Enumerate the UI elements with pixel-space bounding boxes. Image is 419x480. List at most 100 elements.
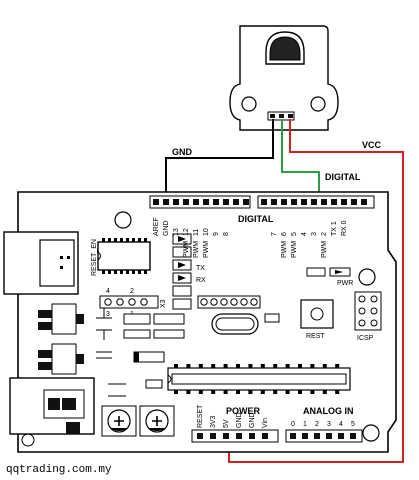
header-pin [193, 199, 199, 205]
header-pin [213, 199, 219, 205]
digital-header [149, 195, 375, 209]
header-pin [243, 199, 249, 205]
microcontroller-socket [167, 367, 351, 391]
usb-serial-chip [97, 238, 151, 274]
digital-pin-label: 6 [281, 232, 288, 236]
digital-wire-label: DIGITAL [325, 172, 361, 182]
gnd-wire [165, 119, 274, 198]
power-pin-label: GND [236, 412, 243, 428]
power-pin-label: GND [249, 412, 256, 428]
header-pin [302, 433, 308, 439]
header-pin [291, 199, 297, 205]
svg-text:4: 4 [106, 288, 110, 295]
digital-wire [281, 119, 320, 198]
electrolytic-capacitor [139, 405, 175, 437]
pwm-label: PWM [321, 241, 328, 258]
digital-pin-label: 2 [321, 232, 328, 236]
header-pin [233, 199, 239, 205]
digital-pin-label: 9 [213, 232, 220, 236]
sensor-mount-hole-right [310, 96, 326, 112]
header-pin [183, 199, 189, 205]
tx-led-label: TX [196, 265, 205, 272]
header-pin [236, 433, 242, 439]
vcc-wire [228, 119, 404, 463]
watermark: qqtrading.com.my [6, 464, 112, 476]
header-pin [326, 433, 332, 439]
header-pin [262, 433, 268, 439]
header-pin [351, 199, 357, 205]
header-pin [341, 199, 347, 205]
voltage-regulator [51, 303, 77, 335]
analog-pin-label: 2 [315, 421, 319, 428]
gnd-label: GND [172, 147, 193, 157]
analog-pin-label: 5 [351, 421, 355, 428]
analog-pin-label: 3 [327, 421, 331, 428]
status-led-array [172, 233, 192, 310]
power-pin-label: RESET [197, 404, 204, 428]
pwm-label: PWM [203, 241, 210, 258]
header-pin [163, 199, 169, 205]
digital-pin-label: 10 [203, 228, 210, 236]
digital-pin-label: 5 [291, 232, 298, 236]
analog-header [285, 429, 363, 443]
sensor-mount-hole-left [241, 96, 257, 112]
icsp-header [354, 291, 382, 331]
digital-pin-label: 11 [193, 229, 200, 236]
header-pin [197, 433, 203, 439]
digital-pin-label: RX 0 [341, 220, 348, 236]
pwm-label: PWM [291, 241, 298, 258]
header-pin [321, 199, 327, 205]
svg-text:3: 3 [106, 311, 110, 318]
board-mount-hole [362, 424, 380, 442]
analog-pin-label: 0 [291, 421, 295, 428]
x3-label: X3 [160, 299, 167, 308]
digital-pin-label: GND [163, 220, 170, 236]
header-pin [203, 199, 209, 205]
power-header [191, 429, 279, 443]
analog-pin-label: 1 [303, 421, 307, 428]
reset-en-label: RESET_EN [91, 239, 98, 276]
board-mount-hole [358, 268, 376, 286]
power-pin-label: Vin [262, 418, 269, 428]
header-pin [314, 433, 320, 439]
pwm-label: PWM [193, 241, 200, 258]
header-pin [338, 433, 344, 439]
power-header-label: POWER [226, 406, 261, 416]
vcc-label: VCC [362, 140, 382, 150]
pwm-label: PWM [183, 241, 190, 258]
header-pin [350, 433, 356, 439]
header-pin [223, 199, 229, 205]
header-pin [290, 433, 296, 439]
header-pin [311, 199, 317, 205]
header-pin [271, 199, 277, 205]
header-pin [331, 199, 337, 205]
board-mount-hole [21, 433, 35, 447]
digital-pin-label: AREF [153, 217, 160, 236]
rx-led-label: RX [196, 277, 206, 284]
digital-pin-label: 8 [223, 232, 230, 236]
header-pin [249, 433, 255, 439]
header-pin [210, 433, 216, 439]
digital-pin-label: 4 [301, 232, 308, 236]
crystal-oscillator [211, 313, 259, 335]
pad-row [197, 295, 261, 309]
pwm-label: PWM [281, 241, 288, 258]
power-pin-label: 3V3 [210, 415, 217, 428]
digital-pin-label: 3 [311, 232, 318, 236]
digital-pin-label: 12 [183, 228, 190, 236]
svg-text:2: 2 [130, 288, 134, 295]
pwr-led [306, 267, 326, 277]
header-pin [153, 199, 159, 205]
digital-pin-label: 13 [173, 228, 180, 236]
header-pin [301, 199, 307, 205]
pwr-led-label: PWR [337, 280, 353, 287]
header-pin [361, 199, 367, 205]
digital-pin-label: TX 1 [331, 221, 338, 236]
voltage-regulator [51, 343, 77, 375]
reset-button [300, 299, 334, 329]
digital-header-label: DIGITAL [238, 214, 274, 224]
reset-button-label: REST [306, 333, 325, 340]
icsp-label: ICSP [357, 335, 374, 342]
digital-pin-label: 7 [271, 232, 278, 236]
